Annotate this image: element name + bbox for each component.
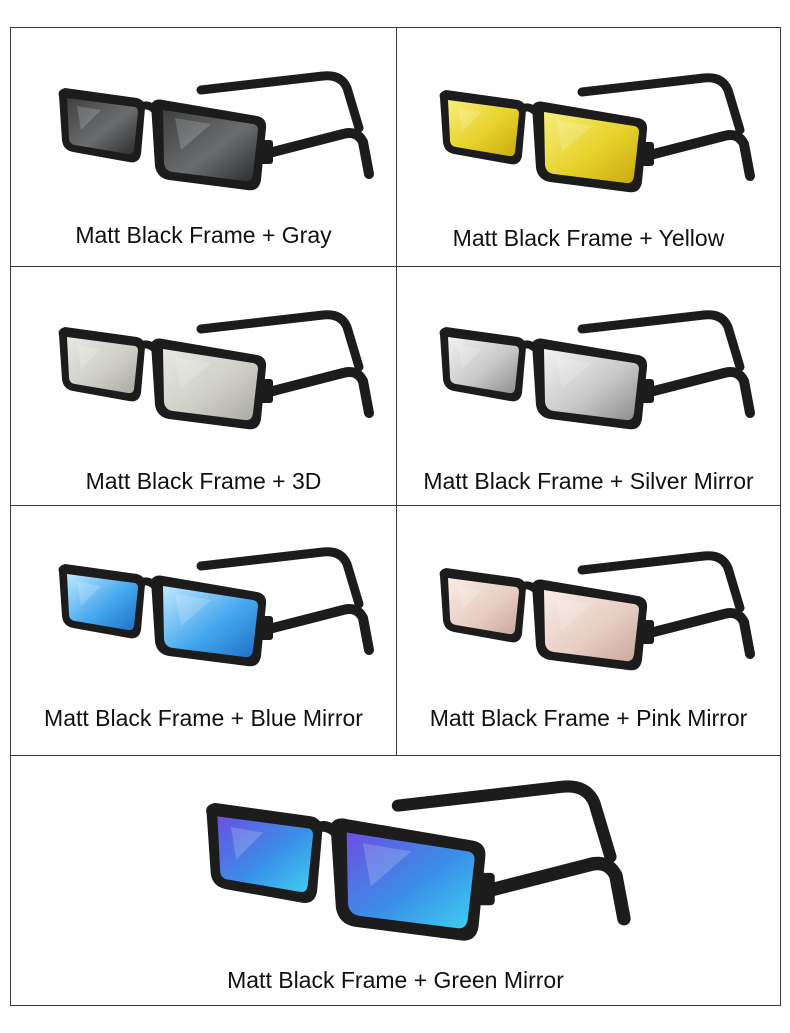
row-divider: [11, 505, 780, 506]
pink-mirror-lens-glasses-icon: [439, 551, 755, 671]
variant-cell-yellow[interactable]: Matt Black Frame + Yellow: [397, 28, 780, 266]
variant-cell-green-mirror[interactable]: Matt Black Frame + Green Mirror: [11, 756, 780, 1005]
variant-label: Matt Black Frame + Green Mirror: [227, 967, 564, 993]
variant-label: Matt Black Frame + Blue Mirror: [44, 705, 363, 731]
product-variant-grid: Matt Black Frame + Gray Matt Black Frame…: [10, 27, 781, 1006]
variant-label: Matt Black Frame + Gray: [75, 222, 332, 248]
yellow-lens-glasses-icon: [439, 73, 755, 193]
variant-cell-pink-mirror[interactable]: Matt Black Frame + Pink Mirror: [397, 506, 780, 755]
variant-cell-3d[interactable]: Matt Black Frame + 3D: [11, 267, 396, 505]
variant-label: Matt Black Frame + Pink Mirror: [429, 705, 748, 731]
variant-cell-silver-mirror[interactable]: Matt Black Frame + Silver Mirror: [397, 267, 780, 505]
green-mirror-lens-glasses-icon: [206, 780, 631, 941]
gray-lens-glasses-icon: [58, 71, 374, 191]
variant-label: Matt Black Frame + 3D: [85, 468, 322, 494]
3d-lens-glasses-icon: [58, 310, 374, 430]
blue-mirror-lens-glasses-icon: [58, 547, 374, 667]
column-divider: [396, 28, 397, 755]
variant-label: Matt Black Frame + Silver Mirror: [423, 468, 754, 494]
variant-cell-blue-mirror[interactable]: Matt Black Frame + Blue Mirror: [11, 506, 396, 755]
silver-mirror-lens-glasses-icon: [439, 310, 755, 430]
variant-label: Matt Black Frame + Yellow: [452, 225, 725, 251]
row-divider: [11, 266, 780, 267]
variant-cell-gray[interactable]: Matt Black Frame + Gray: [11, 28, 396, 266]
row-divider: [11, 755, 780, 756]
